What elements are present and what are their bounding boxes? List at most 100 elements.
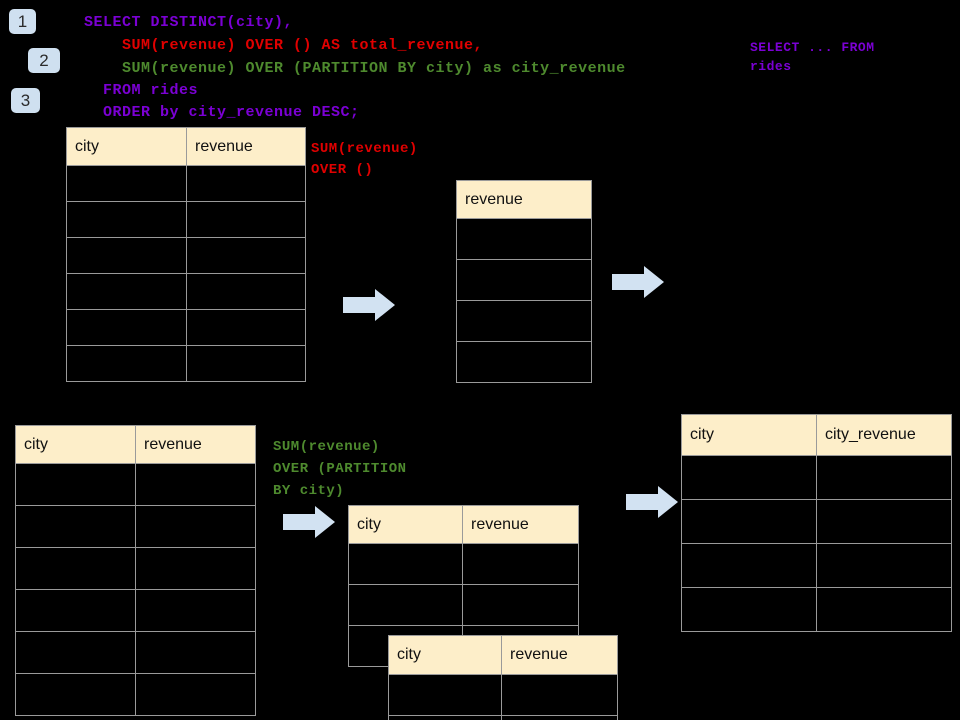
table-row <box>66 165 306 202</box>
table-cell <box>186 345 306 382</box>
source-rides-table-bottom: city revenue <box>15 425 256 716</box>
sql-line-sum-over-empty: SUM(revenue) OVER () AS total_revenue, <box>84 37 484 54</box>
source-rides-table-top: city revenue <box>66 127 306 382</box>
table-row <box>456 218 592 260</box>
table-cell <box>681 499 817 544</box>
column-header-city: city <box>348 505 463 544</box>
table-row <box>66 309 306 346</box>
table-row <box>681 587 952 632</box>
column-header-revenue: revenue <box>501 635 618 675</box>
sql-line-sum-over-partition: SUM(revenue) OVER (PARTITION BY city) as… <box>84 60 626 77</box>
table-row <box>348 543 579 585</box>
table-cell <box>348 543 463 585</box>
table-cell <box>456 259 592 301</box>
column-header-revenue: revenue <box>186 127 306 166</box>
table-row <box>66 345 306 382</box>
step-badge-2-label: 2 <box>39 51 49 70</box>
table-row <box>66 237 306 274</box>
table-cell <box>456 218 592 260</box>
sql-line-select: SELECT DISTINCT(city), <box>84 14 294 31</box>
table-cell <box>66 201 187 238</box>
table-cell <box>816 455 952 500</box>
table-row <box>348 584 579 626</box>
table-cell <box>816 499 952 544</box>
arrow-total-revenue-to-result <box>612 266 664 298</box>
table-cell <box>186 201 306 238</box>
column-header-city: city <box>15 425 136 464</box>
arrow-partition-to-result <box>626 486 678 518</box>
sql-line-from: FROM rides <box>84 82 199 99</box>
result-city-revenue-table: city city_revenue <box>681 414 952 632</box>
table-cell <box>456 300 592 342</box>
arrow-source-to-total-revenue <box>343 289 395 321</box>
table-row <box>456 259 592 301</box>
table-cell <box>186 309 306 346</box>
table-row <box>66 201 306 238</box>
table-row <box>388 674 618 716</box>
table-cell <box>135 505 256 548</box>
column-header-city: city <box>66 127 187 166</box>
table-cell <box>462 584 579 626</box>
table-row <box>15 547 256 590</box>
table-row <box>15 505 256 548</box>
table-cell <box>388 715 502 720</box>
table-cell <box>135 463 256 506</box>
annotation-sum-over-empty: SUM(revenue) OVER () <box>311 141 418 178</box>
partition-group-table-front: city revenue <box>388 635 618 720</box>
arrow-source-to-partition <box>283 506 335 538</box>
table-cell <box>348 584 463 626</box>
table-header-row: revenue <box>456 180 592 219</box>
step-badge-2: 2 <box>28 48 60 73</box>
table-cell <box>681 455 817 500</box>
table-row <box>388 715 618 720</box>
total-revenue-table: revenue <box>456 180 592 383</box>
table-row <box>15 631 256 674</box>
step-badge-3-label: 3 <box>20 91 31 110</box>
table-row <box>66 273 306 310</box>
table-cell <box>15 547 136 590</box>
table-cell <box>501 674 618 716</box>
table-cell <box>135 589 256 632</box>
column-header-city: city <box>681 414 817 456</box>
table-header-row: city revenue <box>66 127 306 166</box>
table-row <box>681 543 952 588</box>
step-badge-1-label: 1 <box>17 12 28 31</box>
table-cell <box>135 673 256 716</box>
table-cell <box>135 547 256 590</box>
table-cell <box>66 273 187 310</box>
table-row <box>456 341 592 383</box>
table-cell <box>15 673 136 716</box>
step-badge-3: 3 <box>11 88 40 113</box>
column-header-revenue: revenue <box>135 425 256 464</box>
table-row <box>15 673 256 716</box>
table-cell <box>66 165 187 202</box>
table-cell <box>66 309 187 346</box>
table-cell <box>135 631 256 674</box>
table-cell <box>501 715 618 720</box>
table-cell <box>816 587 952 632</box>
table-cell <box>186 165 306 202</box>
column-header-city-revenue: city_revenue <box>816 414 952 456</box>
column-header-revenue: revenue <box>462 505 579 544</box>
table-row <box>681 455 952 500</box>
table-row <box>15 589 256 632</box>
column-header-revenue: revenue <box>456 180 592 219</box>
table-header-row: city city_revenue <box>681 414 952 456</box>
table-cell <box>388 674 502 716</box>
table-row <box>456 300 592 342</box>
step-badge-1: 1 <box>9 9 36 34</box>
table-row <box>15 463 256 506</box>
sql-line-order-by: ORDER by city_revenue DESC; <box>84 104 360 121</box>
table-cell <box>66 237 187 274</box>
table-header-row: city revenue <box>15 425 256 464</box>
table-cell <box>15 505 136 548</box>
table-header-row: city revenue <box>348 505 579 544</box>
table-cell <box>15 463 136 506</box>
table-cell <box>15 589 136 632</box>
table-cell <box>66 345 187 382</box>
table-cell <box>681 543 817 588</box>
table-cell <box>15 631 136 674</box>
table-cell <box>456 341 592 383</box>
annotation-select-from: SELECT ... FROM rides <box>750 40 875 74</box>
